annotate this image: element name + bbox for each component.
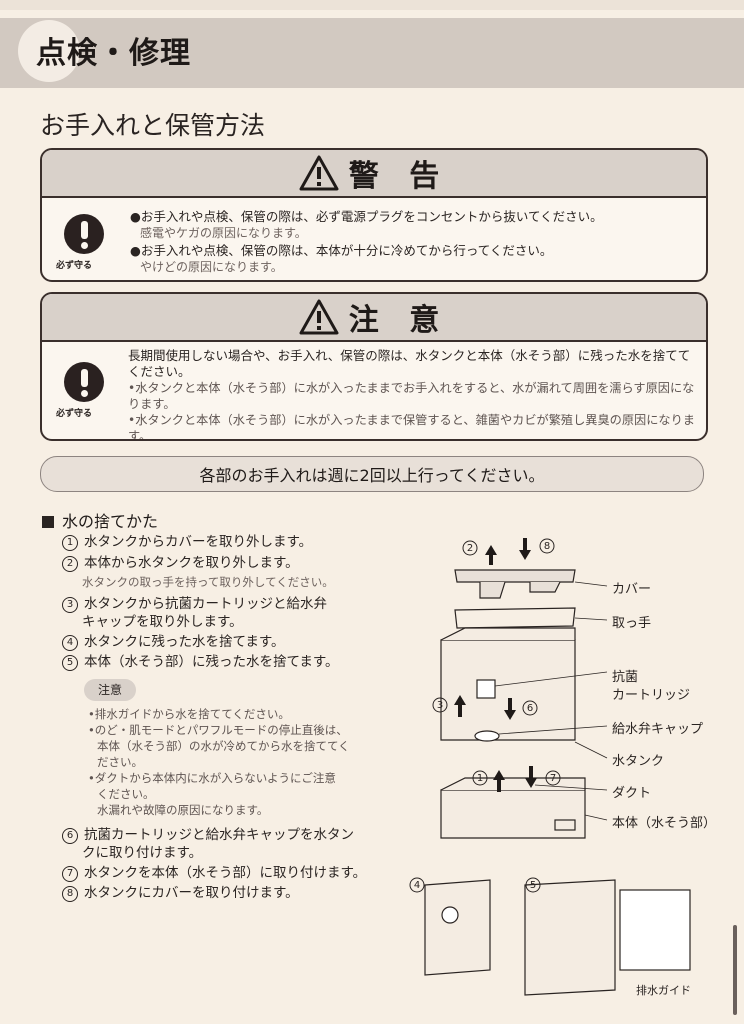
label-duct: ダクト	[612, 786, 652, 801]
top-band	[0, 0, 744, 10]
caution-box: 注 意 必ず守る 長期間使用しない場合や、お手入れ、保管の際は、水タンクと本体（…	[40, 292, 708, 441]
caution-title: 注 意	[348, 303, 450, 338]
page-title: 点検・修理	[36, 36, 191, 71]
warning-item-1-sub: 感電やケガの原因になります。	[140, 226, 307, 240]
label-tank: 水タンク	[612, 754, 665, 769]
caution-header: 注 意	[42, 294, 706, 342]
warning-item-2: ●お手入れや点検、保管の際は、本体が十分に冷めてから行ってください。	[130, 243, 553, 258]
label-cartridge-1: 抗菌	[612, 670, 639, 685]
label-cover: カバー	[612, 582, 652, 597]
note-line-6: ください。	[97, 787, 155, 801]
humidifier-diagram: 2 8 3 6 1 7 4 5	[409, 538, 691, 996]
diag-num-7: 7	[550, 773, 556, 784]
step-6-cont: クに取り付けます。	[82, 845, 203, 861]
note-line-7: 水漏れや故障の原因になります。	[97, 803, 269, 817]
note-line-5: •ダクトから本体内に水が入らないようにご注意	[88, 771, 336, 785]
note-line-4: ださい。	[97, 755, 143, 769]
label-valve-cap: 給水弁キャップ	[612, 722, 704, 737]
diag-num-4: 4	[414, 880, 420, 891]
step-2-note: 水タンクの取っ手を持って取り外してください。	[82, 575, 334, 589]
must-follow-label: 必ず守る	[56, 261, 93, 271]
warning-item-1: ●お手入れや点検、保管の際は、必ず電源プラグをコンセントから抜いてください。	[130, 209, 603, 224]
label-cartridge-2: カートリッジ	[612, 688, 691, 703]
note-line-2: •のど・肌モードとパワフルモードの停止直後は、	[88, 723, 348, 737]
label-drain-guide: 排水ガイド	[636, 984, 691, 997]
warning-title: 警 告	[348, 159, 450, 194]
square-bullet-icon	[42, 516, 54, 528]
diag-num-5: 5	[530, 880, 536, 891]
diag-num-6: 6	[527, 703, 533, 714]
diag-num-1: 1	[477, 773, 483, 784]
drain-heading: 水の捨てかた	[42, 508, 158, 532]
drain-heading-text: 水の捨てかた	[62, 512, 159, 531]
page-header	[0, 18, 744, 88]
diag-num-8: 8	[544, 541, 550, 552]
caution-main-text: 長期間使用しない場合や、お手入れ、保管の際は、水タンクと本体（水そう部）に残った…	[128, 348, 691, 379]
warning-triangle-icon	[299, 155, 339, 191]
must-follow-label: 必ず守る	[56, 409, 93, 419]
diag-num-2: 2	[467, 543, 473, 554]
note-line-1: •排水ガイドから水を捨ててください。	[88, 707, 290, 721]
step-3-cont: キャップを取り外します。	[82, 614, 243, 630]
diag-num-3: 3	[437, 700, 443, 711]
caution-bullet-2: •水タンクと本体（水そう部）に水が入ったままで保管すると、雑菌やカビが繁殖し異臭…	[128, 413, 695, 441]
label-body: 本体（水そう部）	[612, 816, 717, 831]
note-line-3: 本体（水そう部）の水が冷めてから水を捨ててく	[97, 739, 350, 753]
caution-bullet-1: •水タンクと本体（水そう部）に水が入ったままでお手入れをすると、水が漏れて周囲を…	[128, 381, 695, 411]
must-follow-icon	[64, 362, 104, 402]
warning-box: 警 告 必ず守る ●お手入れや点検、保管の際は、必ず電源プラグをコンセントから抜…	[40, 148, 708, 282]
warning-item-2-sub: やけどの原因になります。	[140, 260, 283, 274]
warning-header: 警 告	[42, 150, 706, 198]
label-handle: 取っ手	[612, 616, 652, 631]
caution-triangle-icon	[299, 299, 339, 335]
scrollbar[interactable]	[733, 925, 737, 1015]
frequency-banner: 各部のお手入れは週に2回以上行ってください。	[40, 456, 704, 492]
caution-chip: 注意	[84, 679, 136, 701]
must-follow-icon	[64, 214, 104, 254]
header-accent-circle	[18, 20, 80, 82]
section-title: お手入れと保管方法	[40, 111, 266, 140]
